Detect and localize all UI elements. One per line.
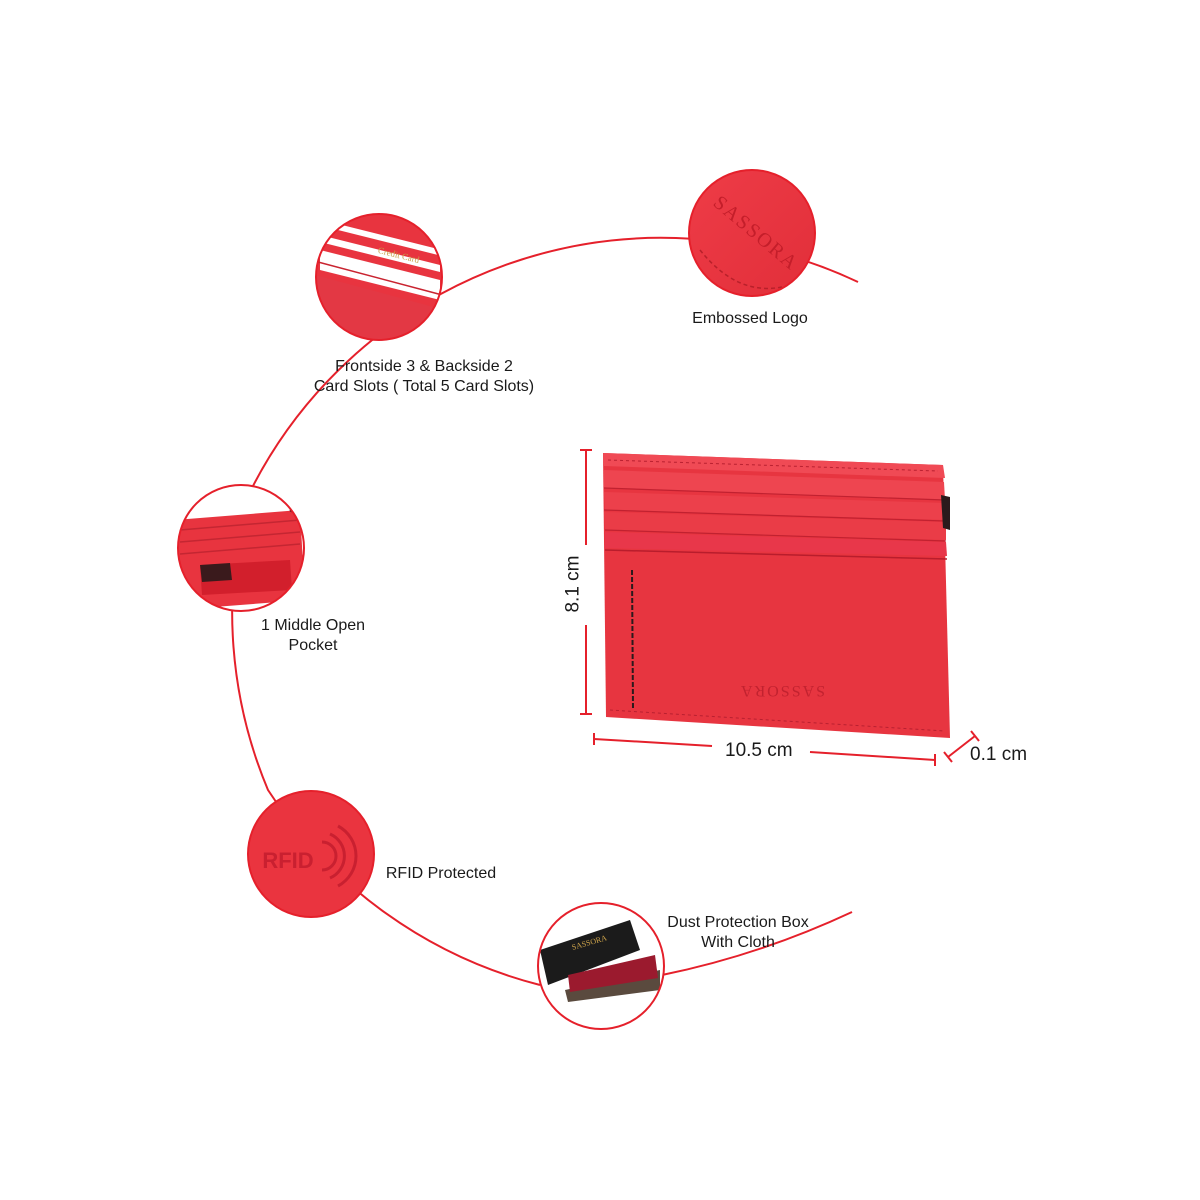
connector-arc-tail [661,911,853,976]
rfid-label-text: RFID Protected [385,865,497,882]
depth-dimension-label: 0.1 cm [970,744,1027,766]
width-dimension-label: 10.5 cm [725,740,793,762]
card-slots-label-line1: Frontside 3 & Backside 2 [335,358,513,375]
width-dimension-text: 10.5 cm [725,740,793,761]
rfid-emboss-closeup: RFID [247,790,375,918]
card-slots-label-line2: Card Slots ( Total 5 Card Slots) [313,378,535,395]
embossed-logo-closeup: SASSORA [688,169,816,297]
embossed-logo-label: Embossed Logo [650,309,850,329]
middle-pocket-label: 1 Middle Open Pocket [233,616,393,656]
card-slots-closeup: Credit Card [315,213,443,341]
rfid-emboss-text: RFID [262,848,313,873]
rfid-label: RFID Protected [373,864,509,884]
embossed-logo-label-text: Embossed Logo [692,310,808,327]
height-dimension-text: 8.1 cm [562,555,584,613]
middle-pocket-label-line2: Pocket [288,637,338,654]
depth-dimension-line [943,730,980,763]
depth-dimension-text: 0.1 cm [970,744,1028,765]
card-slots-label: Frontside 3 & Backside 2 Card Slots ( To… [294,357,554,397]
dust-box-label: Dust Protection Box With Cloth [648,913,828,953]
dust-box-label-line1: Dust Protection Box [667,914,809,931]
height-dimension-label: 8.1 cm [563,555,585,612]
middle-pocket-label-line1: 1 Middle Open [260,617,366,634]
product-brand-emboss: SASSORA [739,682,825,699]
height-dimension-line [580,449,592,715]
card-holder-product: SASSORA [603,453,950,738]
open-pocket-closeup [177,484,305,612]
gift-box-closeup: SASSORA [537,902,665,1030]
width-dimension-line [593,733,936,766]
dust-box-label-line2: With Cloth [701,934,775,951]
